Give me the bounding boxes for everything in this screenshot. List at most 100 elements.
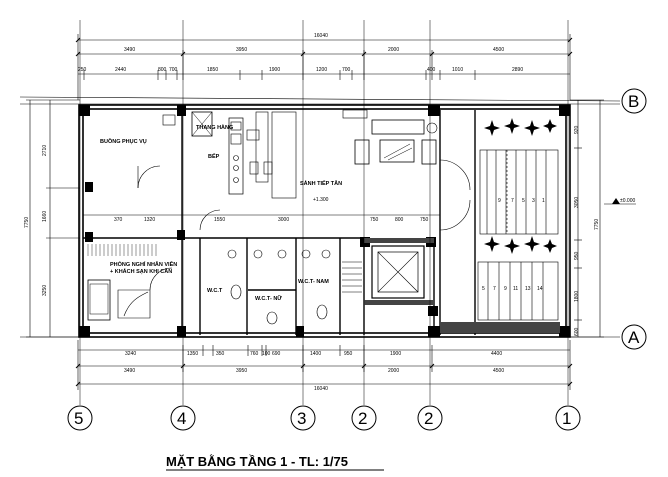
plant-icons bbox=[484, 118, 557, 254]
int-dim-750b: 750 bbox=[420, 217, 429, 223]
stair-num-5b: 5 bbox=[482, 286, 485, 292]
level-marker: ±0.000 bbox=[604, 198, 636, 205]
level-zero-label: ±0.000 bbox=[620, 198, 635, 204]
wc-t-nu-label: W.C.T- NỮ bbox=[255, 295, 282, 302]
room-wc-t-nam: W.C.T- NAM bbox=[298, 249, 362, 320]
top-dim-2: 3950 bbox=[236, 47, 247, 53]
bot-dim-1900: 1900 bbox=[390, 351, 401, 357]
int-dim-1320: 1320 bbox=[144, 217, 155, 223]
interior-dimensions: 370 1320 1550 3000 750 800 750 bbox=[114, 217, 429, 223]
axis-bubbles-bottom bbox=[67, 405, 581, 431]
room-wc-t-nu: W.C.T- NỮ bbox=[253, 249, 287, 325]
bot-dim-690: 690 bbox=[272, 351, 281, 357]
bottom-total-dim: 16040 bbox=[314, 386, 328, 392]
int-dim-1550: 1550 bbox=[214, 217, 225, 223]
stair-num-11b: 11 bbox=[513, 286, 518, 292]
bot-dim-950: 950 bbox=[344, 351, 353, 357]
stair-num-9b: 9 bbox=[504, 286, 507, 292]
bot-dim-760: 760 bbox=[250, 351, 259, 357]
bot-dim-1400: 1400 bbox=[310, 351, 321, 357]
bot-dim-1350: 1350 bbox=[187, 351, 198, 357]
top-total-dim: 16040 bbox=[314, 33, 328, 39]
axis-2a: 2 bbox=[358, 409, 367, 428]
left-dim-1660: 1660 bbox=[42, 211, 48, 222]
stair-num-1: 1 bbox=[542, 198, 545, 204]
room-buong-phuc-vu: BUỒNG PHỤC VỤ bbox=[100, 114, 176, 189]
right-dim-920: 920 bbox=[574, 125, 580, 134]
axis-b: B bbox=[628, 92, 639, 111]
top2-dim-5: 1900 bbox=[269, 67, 280, 73]
int-dim-750a: 750 bbox=[370, 217, 379, 223]
sanh-tiep-tan-label: SẢNH TIẾP TÂN bbox=[300, 180, 342, 187]
bep-label: BẾP bbox=[208, 153, 220, 160]
axis-1: 1 bbox=[562, 409, 571, 428]
bot1-dim-4: 4500 bbox=[493, 368, 504, 374]
bot1-dim-3: 2000 bbox=[388, 368, 399, 374]
axis-4: 4 bbox=[177, 409, 186, 428]
phong-nghi-label-1: PHÒNG NGHỈ NHÂN VIÊN bbox=[110, 260, 177, 268]
axis-a: A bbox=[628, 328, 640, 347]
top-dim-4: 4500 bbox=[493, 47, 504, 53]
stair-upper bbox=[479, 149, 559, 235]
bot-dim-4400: 4400 bbox=[491, 351, 502, 357]
left-dim-3250: 3250 bbox=[42, 285, 48, 296]
right-dim-1800: 1800 bbox=[574, 291, 580, 302]
top2-dim-6: 1200 bbox=[316, 67, 327, 73]
phong-nghi-label-2: + KHÁCH SẠN KHI CẦN bbox=[110, 268, 172, 275]
bot-dim-100: 100 bbox=[262, 351, 271, 357]
stair-num-5: 5 bbox=[522, 198, 525, 204]
room-phong-nghi: PHÒNG NGHỈ NHÂN VIÊN + KHÁCH SẠN KHI CẦN bbox=[87, 244, 177, 321]
stair-upper-numbers: 9 7 5 3 1 bbox=[498, 198, 545, 204]
top2-dim-1: 2440 bbox=[115, 67, 126, 73]
hatched-walls bbox=[364, 238, 560, 333]
right-dim-950: 950 bbox=[574, 251, 580, 260]
room-thang-hang: THANG HÀNG bbox=[191, 111, 233, 137]
drawing-title: MẶT BẰNG TẦNG 1 - TL: 1/75 bbox=[166, 454, 348, 469]
top2-dim-9: 1010 bbox=[452, 67, 463, 73]
top2-dim-10: 2890 bbox=[512, 67, 523, 73]
wc-t-nam-label: W.C.T- NAM bbox=[298, 279, 329, 285]
top2-dim-4: 1850 bbox=[207, 67, 218, 73]
room-bep: BẾP bbox=[208, 111, 297, 199]
top-dim-1: 3490 bbox=[124, 47, 135, 53]
top2-dim-7: 700 bbox=[342, 67, 351, 73]
int-dim-800: 800 bbox=[395, 217, 404, 223]
bottom-dimensions bbox=[77, 340, 571, 390]
bot1-dim-2: 3950 bbox=[236, 368, 247, 374]
top2-dim-3: 700 bbox=[169, 67, 178, 73]
right-dim-3050: 3050 bbox=[574, 197, 580, 208]
stair-num-7b: 7 bbox=[493, 286, 496, 292]
interior-walls bbox=[83, 110, 476, 335]
room-wc-t: W.C.T bbox=[207, 249, 242, 300]
room-sanh-tiep-tan: SẢNH TIẾP TÂN +1.300 bbox=[199, 109, 471, 231]
stair-lower-numbers: 5 7 9 11 13 14 bbox=[482, 286, 543, 292]
stair-num-3: 3 bbox=[532, 198, 535, 204]
wc-t-label: W.C.T bbox=[207, 288, 223, 294]
stair-lower bbox=[477, 261, 559, 321]
left-dimensions bbox=[26, 99, 80, 338]
grid-line-b bbox=[19, 96, 621, 105]
axis-bubbles-right bbox=[621, 88, 647, 350]
bot-dim-350: 350 bbox=[216, 351, 225, 357]
axis-5: 5 bbox=[74, 409, 83, 428]
int-dim-370: 370 bbox=[114, 217, 123, 223]
int-dim-3000: 3000 bbox=[278, 217, 289, 223]
bot1-dim-1: 3490 bbox=[124, 368, 135, 374]
top2-dim-2: 800 bbox=[158, 67, 167, 73]
right-dim-7750: 7750 bbox=[594, 219, 600, 230]
right-dim-600: 600 bbox=[574, 327, 580, 336]
top2-dim-8: 400 bbox=[427, 67, 436, 73]
level-mark-label: +1.300 bbox=[313, 197, 329, 203]
top2-dim-0: 250 bbox=[78, 67, 87, 73]
axis-2b: 2 bbox=[424, 409, 433, 428]
stair-num-13b: 13 bbox=[525, 286, 531, 292]
elevator-shaft bbox=[371, 245, 425, 299]
stair-num-7: 7 bbox=[511, 198, 514, 204]
bot-dim-3240: 3240 bbox=[125, 351, 136, 357]
top-dim-3: 2000 bbox=[388, 47, 399, 53]
axis-3: 3 bbox=[297, 409, 306, 428]
stair-num-9: 9 bbox=[498, 198, 501, 204]
grid-lines-vertical bbox=[79, 20, 569, 405]
